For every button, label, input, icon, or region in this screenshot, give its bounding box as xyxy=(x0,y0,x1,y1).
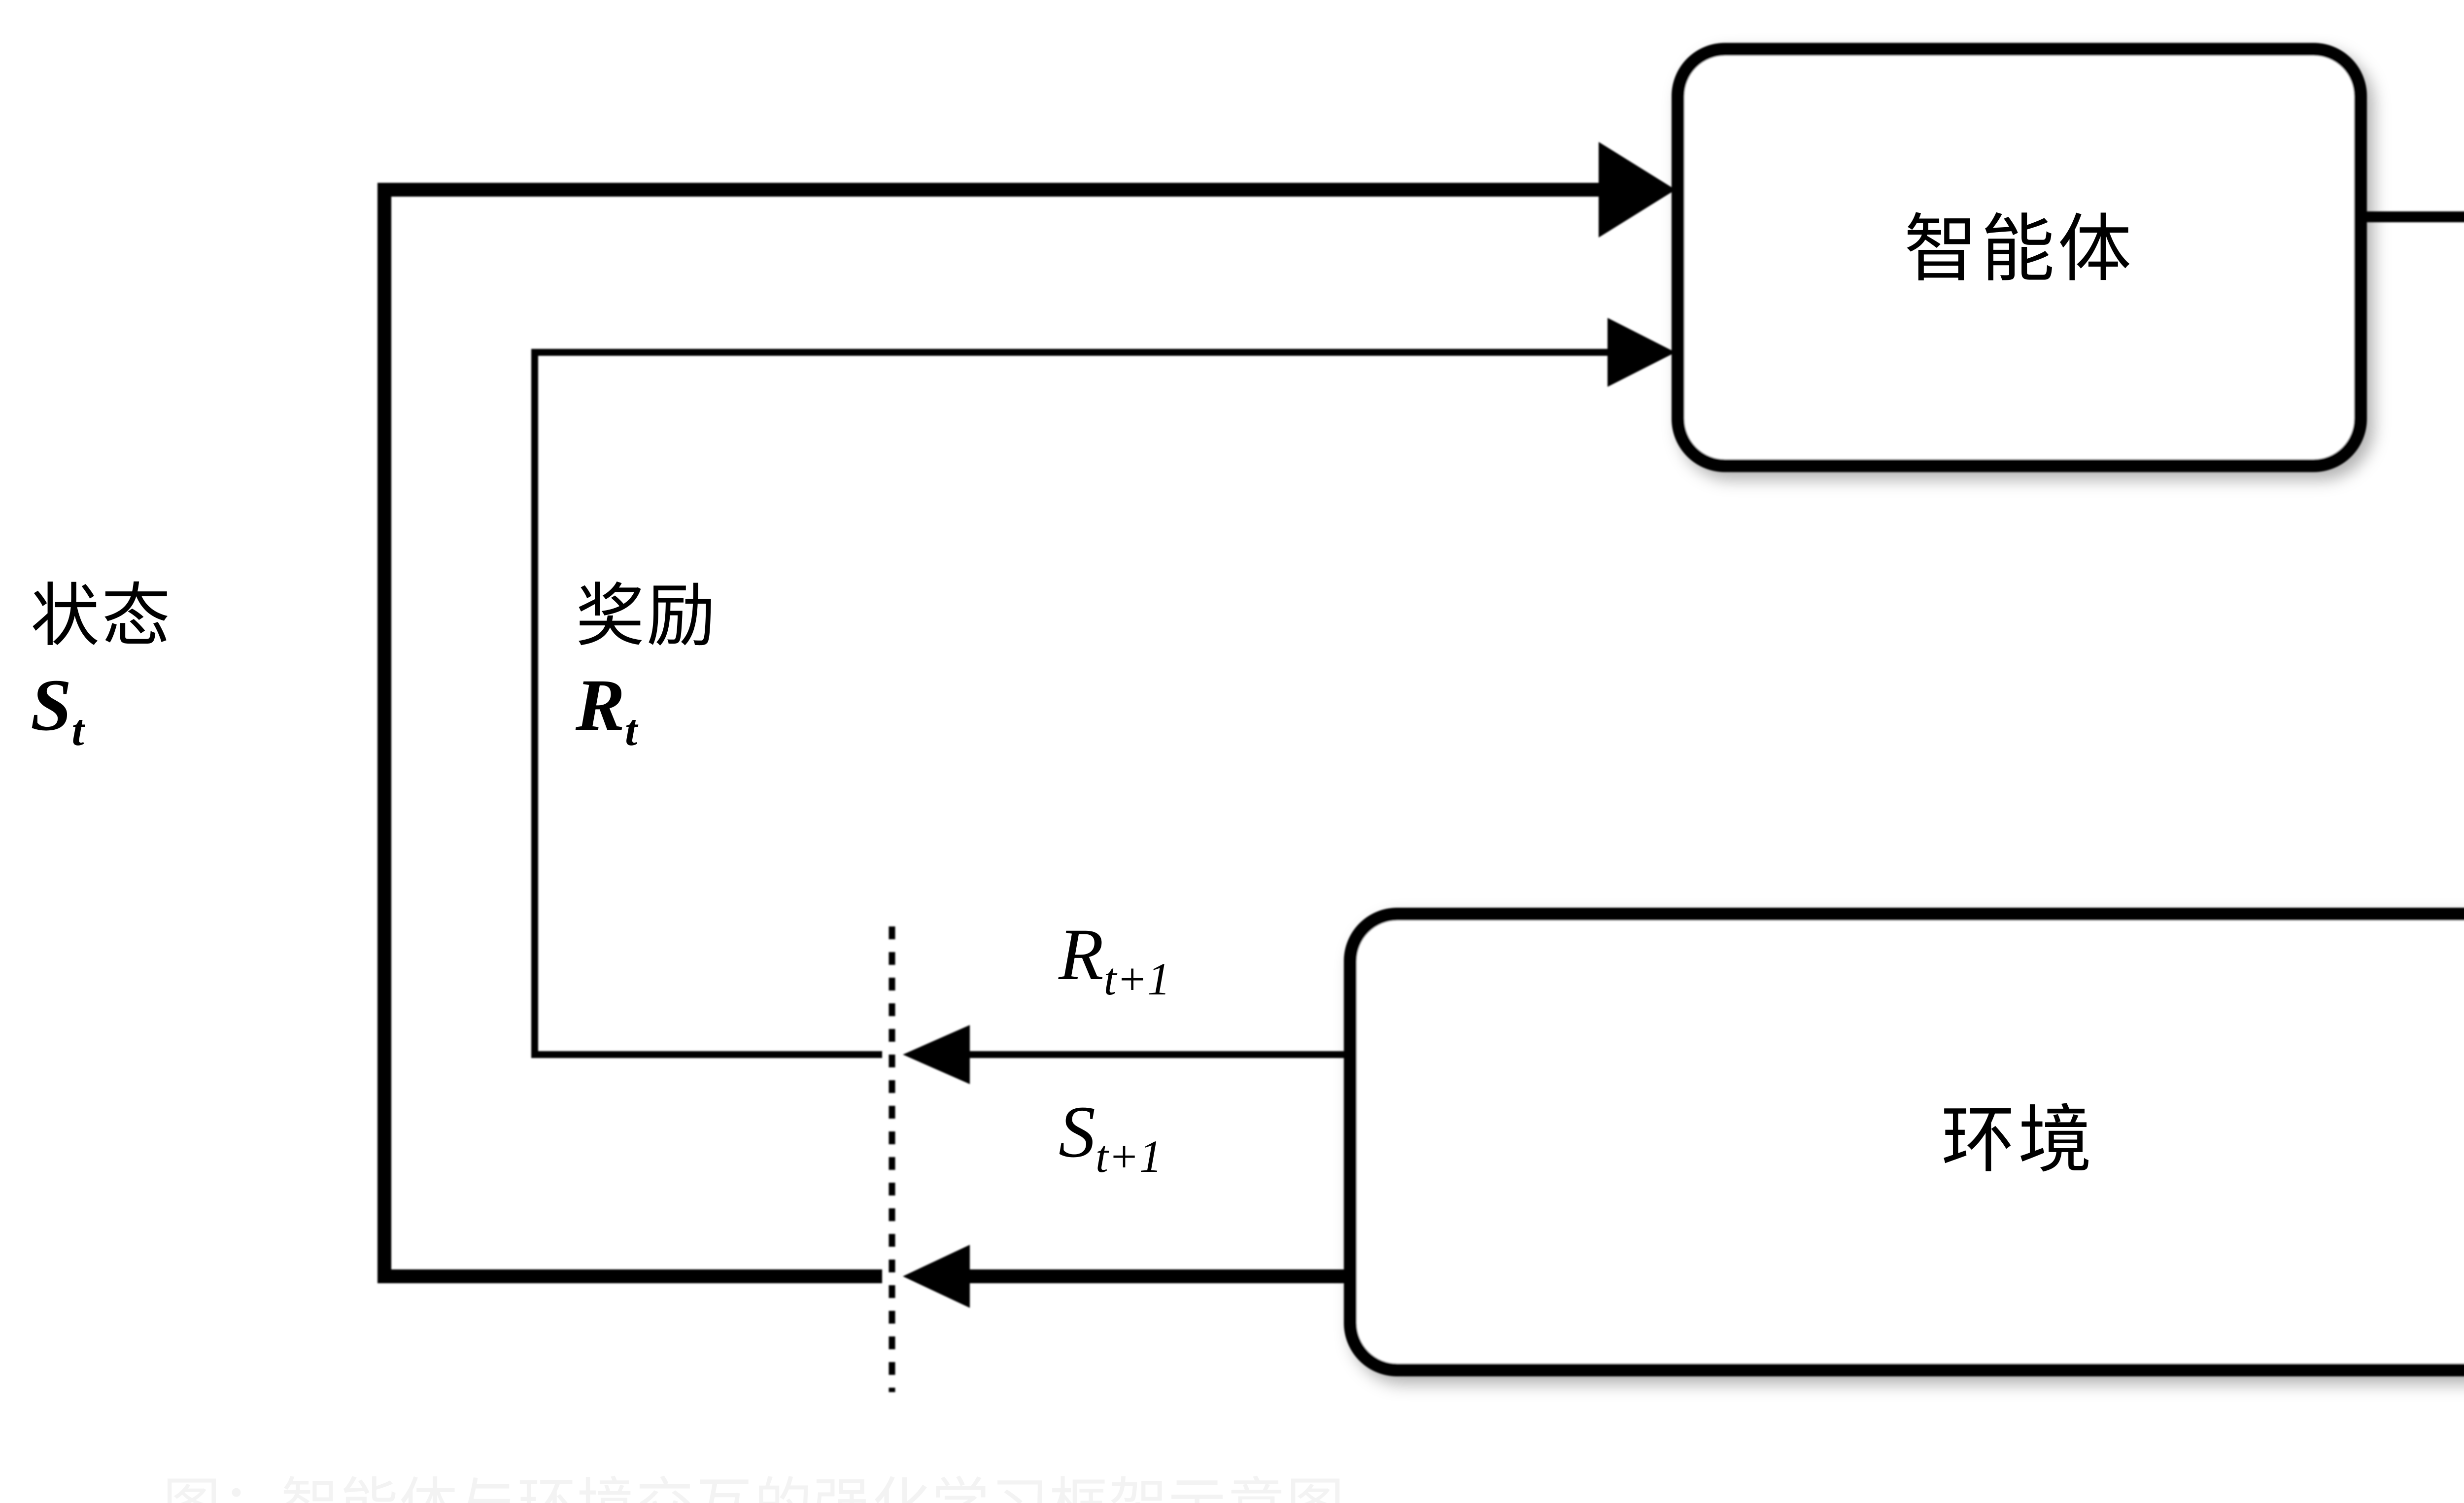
state-symbol-subscript: t xyxy=(71,706,84,755)
figure-caption: 图：智能体与环境交互的强化学习框架示意图 xyxy=(163,1458,1345,1503)
edge-state-path xyxy=(377,142,1676,1308)
node-environment-box[interactable] xyxy=(1344,908,2464,1376)
state-next-symbol-subscript: t+1 xyxy=(1095,1131,1163,1182)
state-next-symbol: St+1 xyxy=(1059,1095,1162,1180)
reward-next-symbol-base: R xyxy=(1059,914,1104,995)
reward-symbol: Rt xyxy=(576,668,718,753)
state-symbol-base: S xyxy=(31,664,72,746)
reward-label-group: 奖励 Rt xyxy=(576,582,718,753)
state-label-word: 状态 xyxy=(31,579,173,655)
state-symbol: St xyxy=(31,668,172,753)
environment-box-label: 环境 xyxy=(1941,1100,2095,1182)
edge-reward-path xyxy=(531,318,1676,1084)
reward-label-word: 奖励 xyxy=(576,579,718,655)
reward-next-symbol-subscript: t+1 xyxy=(1103,954,1170,1005)
state-label-group: 状态 St xyxy=(31,582,172,753)
reward-symbol-base: R xyxy=(576,664,625,746)
reward-symbol-subscript: t xyxy=(625,706,638,755)
state-next-symbol-base: S xyxy=(1059,1091,1095,1173)
reward-next-symbol: Rt+1 xyxy=(1059,918,1170,1002)
node-agent-box[interactable] xyxy=(1672,43,2367,472)
agent-box-label: 智能体 xyxy=(1904,209,2135,291)
